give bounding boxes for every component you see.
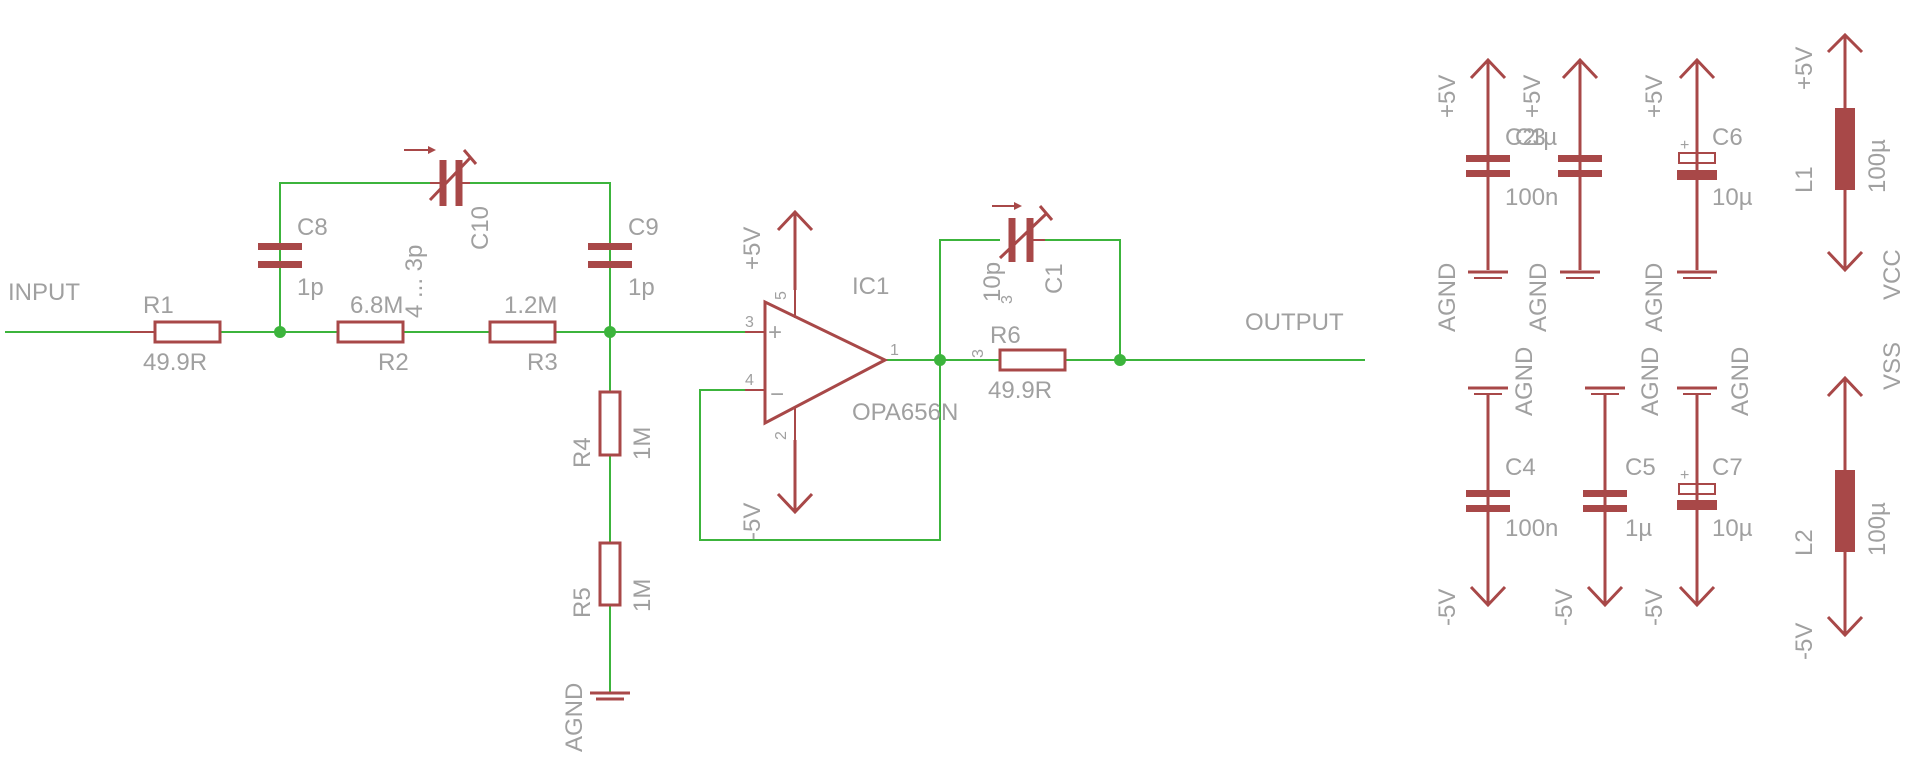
decoupling-c6-supply: +5V	[1641, 75, 1668, 118]
resistor-r4[interactable]: R4 1M	[569, 390, 656, 468]
resistor-r5-value: 1M	[629, 579, 656, 612]
decoupling-c6-polarity: +	[1680, 137, 1689, 154]
resistor-r2-name: R2	[378, 349, 409, 376]
supply-pos5v-label: +5V	[739, 227, 766, 270]
decoupling-c5-value: 1µ	[1625, 515, 1652, 542]
capacitor-c1-name: C1	[1041, 263, 1068, 294]
capacitor-c10-trimmer[interactable]: 4 ... 3p C10	[401, 146, 494, 318]
capacitor-c8-name: C8	[297, 214, 328, 241]
resistor-r3-name: R3	[527, 349, 558, 376]
opamp-pin-5: 5	[773, 291, 790, 300]
capacitor-c9-value: 1p	[628, 274, 655, 301]
junction-dot	[604, 326, 616, 338]
opamp-pin-1: 1	[890, 342, 899, 359]
inductor-l2-net: VSS	[1879, 342, 1906, 390]
opamp-pin-4: 4	[745, 372, 754, 389]
opamp-plus-sign: +	[768, 319, 782, 346]
wires	[5, 182, 1365, 693]
ground-agnd-label: AGND	[561, 683, 588, 752]
inductor-l2[interactable]: VSS L2 100µ -5V	[1791, 342, 1906, 660]
decoupling-c2-name: C2	[1505, 124, 1536, 151]
decoupling-c2-value: 100n	[1505, 184, 1558, 211]
decoupling-c6[interactable]: + +5V C6 10µ AGND	[1641, 57, 1753, 332]
decoupling-c3-name: C3	[1515, 124, 1546, 151]
resistor-r6-pin: 3	[970, 349, 987, 358]
resistor-r2[interactable]: 6.8M R2	[336, 292, 409, 376]
decoupling-c7-gnd: AGND	[1727, 347, 1754, 416]
decoupling-c5-gnd: AGND	[1637, 347, 1664, 416]
opamp-pin-3: 3	[745, 314, 754, 331]
inductor-l2-name: L2	[1791, 529, 1818, 556]
decoupling-c3[interactable]: +5V C3 1µ AGND	[1515, 57, 1602, 332]
supply-neg5v-label: -5V	[739, 503, 766, 540]
ground-agnd-r5: AGND	[561, 683, 630, 752]
decoupling-c4[interactable]: AGND C4 100n -5V	[1434, 347, 1558, 626]
capacitor-c10-name: C10	[467, 206, 494, 250]
decoupling-c2-supply: +5V	[1434, 75, 1461, 118]
decoupling-c3-gnd: AGND	[1525, 263, 1552, 332]
decoupling-c2[interactable]: +5V C2 100n AGND	[1434, 57, 1558, 332]
junction-dot	[1114, 354, 1126, 366]
resistor-r3[interactable]: 1.2M R3	[488, 292, 558, 376]
resistor-r1-name: R1	[143, 292, 174, 319]
inductor-l2-value: 100µ	[1864, 502, 1891, 556]
net-label-output: OUTPUT	[1245, 309, 1344, 336]
decoupling-c6-gnd: AGND	[1641, 263, 1668, 332]
decoupling-c6-value: 10µ	[1712, 184, 1753, 211]
supply-neg5v-ic1: -5V	[739, 440, 814, 540]
resistor-r1-value: 49.9R	[143, 349, 207, 376]
decoupling-c7-polarity: +	[1680, 467, 1689, 484]
decoupling-c4-name: C4	[1505, 454, 1536, 481]
junction-dot	[274, 326, 286, 338]
capacitor-c1-value: 10p	[979, 262, 1006, 302]
resistor-r6[interactable]: R6 49.9R 3	[970, 322, 1067, 404]
resistor-r1[interactable]: R1 49.9R	[130, 292, 222, 376]
resistor-r4-value: 1M	[629, 427, 656, 460]
decoupling-c6-name: C6	[1712, 124, 1743, 151]
decoupling-c3-value: 1µ	[1530, 124, 1557, 151]
decoupling-c4-gnd: AGND	[1511, 347, 1538, 416]
capacitor-c10-value: 4 ... 3p	[401, 245, 428, 318]
inductor-l1[interactable]: +5V L1 100µ VCC	[1791, 32, 1906, 300]
capacitor-c9[interactable]: C9 1p	[588, 214, 659, 301]
capacitor-c1-pin: 3	[999, 295, 1016, 304]
inductor-l1-value: 100µ	[1864, 139, 1891, 193]
opamp-ic1-name: IC1	[852, 273, 889, 300]
capacitor-c8-value: 1p	[297, 274, 324, 301]
decoupling-c7-supply: -5V	[1641, 589, 1668, 626]
inductor-l1-name: L1	[1791, 166, 1818, 193]
resistor-r2-value: 6.8M	[350, 292, 403, 319]
opamp-minus-sign: −	[770, 381, 784, 408]
net-label-input: INPUT	[8, 279, 80, 306]
opamp-pin-2: 2	[773, 431, 790, 440]
resistor-r5[interactable]: R5 1M	[569, 541, 656, 618]
resistor-r5-name: R5	[569, 587, 596, 618]
decoupling-c2-gnd: AGND	[1434, 263, 1461, 332]
junctions	[274, 326, 1126, 366]
capacitor-c1-trimmer[interactable]: 10p C1 3	[979, 202, 1068, 304]
decoupling-c4-supply: -5V	[1434, 589, 1461, 626]
decoupling-c5[interactable]: AGND C5 1µ -5V	[1551, 347, 1664, 626]
decoupling-c7-name: C7	[1712, 454, 1743, 481]
inductor-l1-supply: +5V	[1791, 47, 1818, 90]
capacitor-c9-name: C9	[628, 214, 659, 241]
inductor-l2-supply: -5V	[1791, 623, 1818, 660]
decoupling-c7-value: 10µ	[1712, 515, 1753, 542]
capacitor-c8[interactable]: C8 1p	[258, 214, 328, 301]
decoupling-c4-value: 100n	[1505, 515, 1558, 542]
opamp-ic1-value: OPA656N	[852, 399, 958, 426]
resistor-r6-value: 49.9R	[988, 377, 1052, 404]
resistor-r4-name: R4	[569, 437, 596, 468]
decoupling-c5-supply: -5V	[1551, 589, 1578, 626]
supply-pos5v-ic1: +5V	[739, 209, 814, 290]
decoupling-c7[interactable]: + AGND C7 10µ -5V	[1641, 347, 1754, 626]
decoupling-c5-name: C5	[1625, 454, 1656, 481]
opamp-ic1[interactable]: + − 3 4 1 5 2 IC1 OPA656N	[745, 273, 958, 440]
resistor-r6-name: R6	[990, 322, 1021, 349]
junction-dot	[934, 354, 946, 366]
resistor-r3-value: 1.2M	[504, 292, 557, 319]
inductor-l1-net: VCC	[1879, 249, 1906, 300]
decoupling-c3-supply: +5V	[1519, 75, 1546, 118]
